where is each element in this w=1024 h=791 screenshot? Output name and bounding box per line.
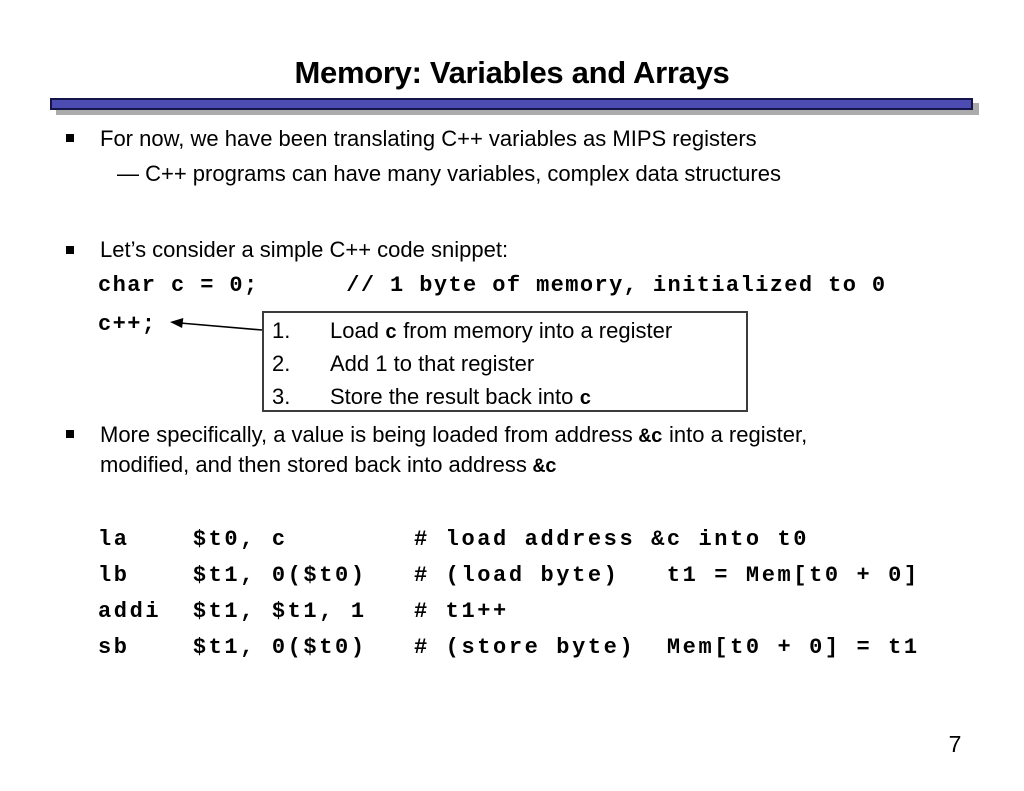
step-item: 2. Add 1 to that register (272, 349, 746, 382)
step-text-pre: Add 1 to that register (330, 351, 535, 376)
code-line-char-decl: char c = 0; // 1 byte of memory, initial… (98, 273, 887, 298)
step-text-pre: Store the result back into (330, 384, 580, 409)
inline-code-addr-c: &c (532, 456, 557, 479)
bullet3-line2: modified, and then stored back into addr… (100, 452, 557, 479)
bullet3-line1: More specifically, a value is being load… (100, 422, 807, 449)
bullet-square-icon (66, 246, 74, 254)
bullet3-line1-pre: More specifically, a value is being load… (100, 422, 639, 447)
steps-box: 1. Load c from memory into a register 2.… (262, 311, 748, 412)
step-item: 1. Load c from memory into a register (272, 316, 746, 349)
asm-line-la: la $t0, c # load address &c into t0 (98, 527, 810, 552)
asm-line-lb: lb $t1, 0($t0) # (load byte) t1 = Mem[t0… (98, 563, 920, 588)
step-item: 3. Store the result back into c (272, 382, 746, 415)
inline-code-c: c (385, 322, 398, 345)
bullet2-text: Let’s consider a simple C++ code snippet… (100, 237, 509, 262)
bullet3-line2-pre: modified, and then stored back into addr… (100, 452, 533, 477)
bullet-square-icon (66, 430, 74, 438)
bullet3-line1-post: into a register, (662, 422, 808, 447)
step-number: 2. (272, 351, 291, 376)
page-title: Memory: Variables and Arrays (294, 55, 730, 90)
step-text: Store the result back into c (330, 382, 591, 415)
arrow-to-code-icon (170, 318, 263, 331)
inline-code-addr-c: &c (638, 426, 663, 449)
step-text: Add 1 to that register (330, 349, 534, 382)
code-line-increment: c++; (98, 312, 157, 337)
assembly-code-block: la $t0, c # load address &c into t0 lb $… (98, 522, 920, 666)
step-text-post: from memory into a register (397, 318, 673, 343)
bullet1-text: For now, we have been translating C++ va… (100, 126, 757, 151)
bullet-square-icon (66, 134, 74, 142)
page-number: 7 (948, 731, 962, 757)
inline-code-c: c (579, 388, 592, 411)
bullet1-sub-text: — C++ programs can have many variables, … (117, 161, 781, 186)
step-number: 1. (272, 318, 291, 343)
step-text: Load c from memory into a register (330, 316, 672, 349)
title-divider-bar (50, 98, 973, 110)
step-text-pre: Load (330, 318, 386, 343)
asm-line-addi: addi $t1, $t1, 1 # t1++ (98, 599, 509, 624)
asm-line-sb: sb $t1, 0($t0) # (store byte) Mem[t0 + 0… (98, 635, 920, 660)
step-number: 3. (272, 384, 291, 409)
